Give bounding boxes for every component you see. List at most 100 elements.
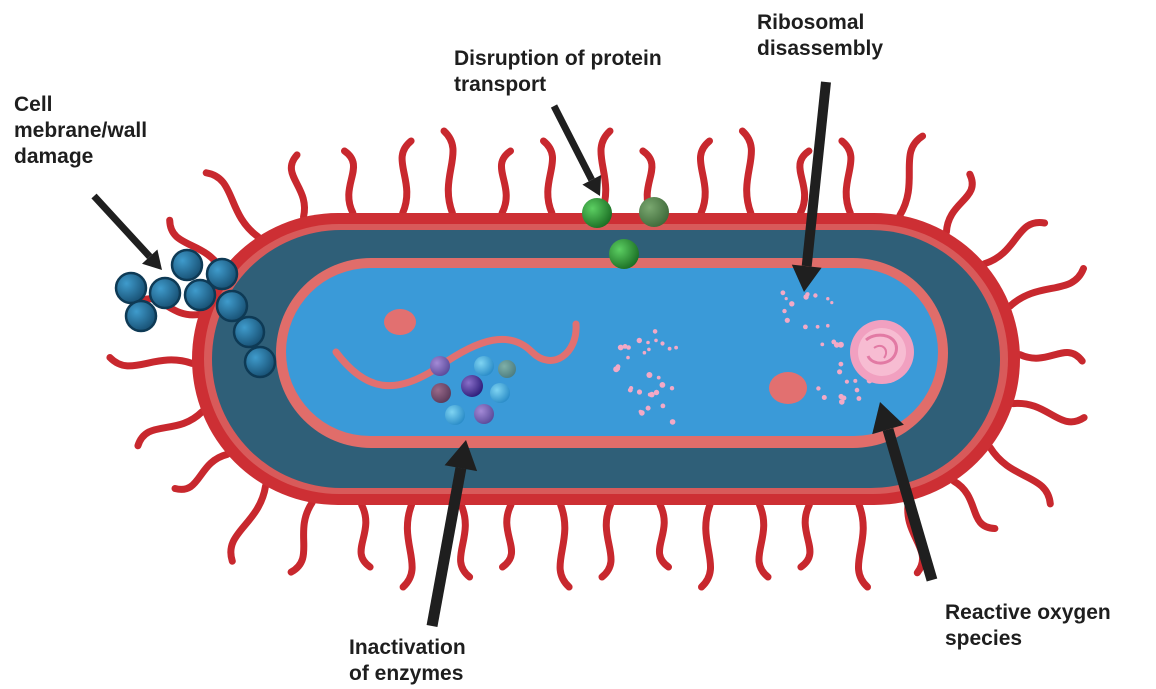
flagellum [801, 505, 810, 567]
ribosome-dot [782, 309, 786, 313]
flagellum [759, 505, 768, 577]
ribosome-dot [785, 297, 788, 300]
ribosome-dot [668, 347, 672, 351]
ros-burst-icon [850, 320, 914, 384]
flagellum [503, 505, 512, 567]
label-protein-transport: Disruption of protein transport [454, 46, 662, 98]
enzyme-icon [498, 360, 516, 378]
flagellum [175, 454, 227, 489]
flagellum [544, 141, 553, 213]
ribosome-dot [637, 338, 642, 343]
arrow-shaft [94, 196, 150, 257]
ribosome-dot [628, 388, 633, 393]
flagellum [954, 481, 995, 528]
flagellum [291, 503, 312, 572]
ribosome-dot [805, 293, 809, 297]
ribosome-dot [826, 324, 830, 328]
ribosome-dot [839, 399, 845, 405]
label-enzymes: Inactivation of enzymes [349, 635, 466, 687]
flagellum [138, 412, 202, 446]
flagellum [742, 131, 751, 213]
flagellum [402, 141, 411, 213]
transport-protein-icon [582, 198, 612, 228]
ribosome-dot [674, 346, 678, 350]
ribosome-dot [661, 404, 666, 409]
plasmid-icon [384, 309, 416, 335]
ribosome-dot [816, 386, 820, 390]
ribosome-dot [623, 344, 628, 349]
ribosome-dot [643, 351, 647, 355]
flagellum [501, 151, 510, 213]
flagellum [990, 448, 1050, 504]
flagellum [231, 486, 266, 561]
ribosome-dot [803, 325, 808, 330]
ribosome-dot [660, 341, 664, 345]
flagellum [858, 505, 867, 587]
enzyme-icon [445, 405, 465, 425]
arrow-membrane-damage [94, 196, 162, 270]
ribosome-dot [654, 339, 658, 343]
flagellum [1010, 269, 1083, 307]
ribosome-dot [654, 390, 659, 395]
label-ros: Reactive oxygen species [945, 600, 1111, 652]
ribosome-dot [670, 419, 676, 425]
flagellum [1013, 403, 1084, 422]
ribosome-dot [646, 372, 652, 378]
transport-protein-icon [639, 197, 669, 227]
ribosome-dot [845, 380, 849, 384]
enzyme-icon [430, 356, 450, 376]
ribosome-dot [820, 343, 824, 347]
arrow-protein-transport [554, 106, 601, 196]
enzyme-icon [461, 375, 483, 397]
flagellum [110, 358, 192, 366]
ribosome-dot [838, 342, 844, 348]
ribosome-dot [648, 393, 652, 397]
flagellum [602, 505, 611, 577]
flagellum [403, 505, 412, 587]
ribosome-dot [646, 341, 650, 345]
enzyme-icon [474, 404, 494, 424]
ribosome-dot [660, 382, 666, 388]
ribosome-dot [785, 318, 790, 323]
flagellum [659, 505, 668, 567]
ribosome-dot [639, 410, 645, 416]
flagellum [985, 222, 1045, 263]
label-membrane-damage: Cell mebrane/wall damage [14, 92, 147, 170]
ribosome-dot [816, 325, 820, 329]
arrow-shaft [554, 106, 592, 180]
inclusion-body-icon [769, 372, 807, 404]
ribosome-dot [670, 386, 674, 390]
ribosome-dot [837, 369, 842, 374]
ribosome-dot [657, 376, 661, 380]
ribosome-dot [637, 389, 642, 394]
ribosome-dot [781, 290, 786, 295]
ribosome-dot [857, 396, 862, 401]
flagellum [291, 155, 304, 217]
ribosome-dot [813, 293, 817, 297]
flagellum [444, 131, 453, 213]
flagellum [700, 141, 709, 213]
flagellum [361, 505, 370, 567]
cytoplasm [286, 268, 938, 436]
ribosome-dot [653, 329, 658, 334]
label-ribosomal: Ribosomal disassembly [757, 10, 883, 62]
ribosome-dot [616, 367, 620, 371]
ribosome-dot [618, 345, 624, 351]
ribosome-dot [646, 406, 651, 411]
ribosome-dot [839, 394, 844, 399]
ribosome-dot [853, 379, 857, 383]
flagellum [1020, 353, 1082, 362]
flagellum [842, 141, 851, 213]
ribosome-dot [831, 340, 836, 345]
flagellum [345, 151, 354, 213]
ribosome-dot [839, 362, 844, 367]
enzyme-icon [490, 383, 510, 403]
transport-protein-icon [609, 239, 639, 269]
ribosome-dot [626, 356, 630, 360]
ribosome-dot [789, 301, 794, 306]
enzyme-icon [474, 356, 494, 376]
flagellum [702, 505, 711, 587]
flagellum [946, 174, 972, 232]
flagellum [800, 151, 809, 213]
